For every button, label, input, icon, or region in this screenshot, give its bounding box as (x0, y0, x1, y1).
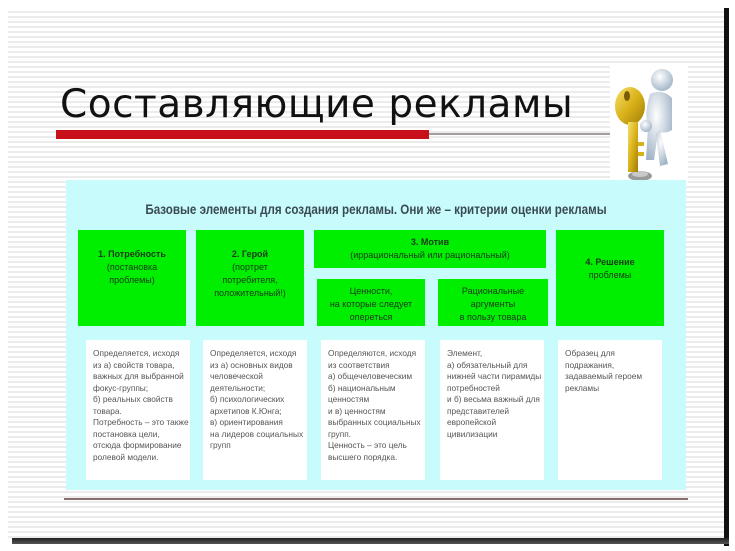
subheader-line: опереться (349, 312, 393, 322)
slide-shadow-bottom (12, 538, 729, 544)
header-box-need: 1. Потребность (постановка проблемы) (78, 230, 186, 326)
description-line: цивилизации (447, 428, 498, 439)
subheader-line: на которые следует (329, 299, 413, 309)
subheader-box-rational: Рациональные аргументы в пользу товара (438, 279, 548, 326)
subheader-line: Рациональные (461, 286, 525, 296)
description-solution: Образец для подражания, задаваемый герое… (558, 340, 662, 480)
header-line: положительный!) (214, 288, 286, 298)
description-line: потребностей (447, 382, 500, 393)
header-line: потребителя, (222, 275, 278, 285)
description-line: европейской (447, 417, 497, 427)
subheader-box-values: Ценности, на которые следует опереться (317, 279, 425, 326)
description-line: Определяется, исходя (93, 348, 180, 358)
description-line: Элемент, (447, 348, 483, 358)
title-underline-accent (56, 130, 429, 139)
header-title: 2. Герой (231, 249, 269, 259)
description-line: Образец для (565, 348, 615, 358)
person-with-golden-key-icon (610, 64, 688, 186)
description-line: рекламы (565, 382, 600, 393)
description-line: и в) ценностям (328, 405, 386, 416)
description-line: важных для выбранной (93, 371, 184, 381)
description-line: представителей (447, 405, 510, 416)
description-line: б) реальных свойств (93, 394, 173, 404)
slide-shadow-right (724, 8, 729, 546)
description-line: ценностям (328, 394, 370, 404)
description-line: Определяется, исходя (210, 348, 297, 358)
description-line: из соответствия (328, 359, 390, 370)
description-line: товара. (93, 405, 122, 416)
header-line: (портрет (232, 262, 268, 272)
description-line: задаваемый героем (565, 371, 643, 381)
description-line: б) психологических (210, 394, 285, 404)
header-line: проблемы (588, 270, 632, 280)
description-line: групп (210, 440, 231, 450)
description-line: из а) свойств товара, (93, 359, 175, 370)
description-line: б) национальным (328, 382, 396, 393)
description-line: групп. (328, 428, 351, 439)
description-line: и б) весьма важный для (447, 394, 540, 404)
subheader-line: аргументы (470, 299, 516, 309)
header-line: проблемы) (109, 275, 155, 285)
description-line: на лидеров социальных (210, 428, 304, 439)
header-box-solution: 4. Решение проблемы (556, 230, 664, 326)
description-line: Определяются, исходя (328, 348, 417, 358)
header-title: 4. Решение (585, 257, 635, 267)
description-need: Определяется, исходя из а) свойств товар… (86, 340, 190, 480)
description-line: отсюда формирование (93, 440, 182, 450)
description-line: ролевой модели. (93, 451, 159, 462)
header-title: 1. Потребность (98, 249, 166, 259)
description-line: выбранных социальных (328, 417, 421, 427)
description-hero: Определяется, исходя из а) основных видо… (203, 340, 307, 480)
description-line: из а) основных видов (210, 359, 293, 370)
description-line: Потребность – это также (93, 417, 189, 427)
description-line: Ценность – это цель (328, 440, 407, 450)
slide: Составляющие рекламы (8, 8, 724, 538)
subheader-line: Ценности, (349, 286, 393, 296)
header-line: (постановка (106, 262, 158, 272)
panel-heading: Базовые элементы для создания рекламы. О… (145, 202, 607, 217)
title-underline-thin (429, 133, 619, 135)
description-line: архетипов К.Юнга; (210, 405, 282, 416)
description-values: Определяются, исходя из соответствия а) … (321, 340, 425, 480)
description-line: а) обязательный для (447, 359, 528, 370)
header-box-motive: 3. Мотив (иррациональный или рациональны… (314, 230, 546, 268)
description-line: в) ориентирования (210, 417, 283, 427)
description-rational: Элемент, а) обязательный для нижней част… (440, 340, 544, 480)
subheader-line: в пользу товара (459, 312, 527, 322)
description-line: деятельности; (210, 382, 266, 393)
header-line: (иррациональный или рациональный) (350, 250, 510, 260)
description-line: а) общечеловеческим (328, 371, 413, 381)
bottom-divider (64, 498, 688, 500)
description-line: человеческой (210, 371, 263, 381)
description-line: подражания, (565, 359, 615, 370)
description-line: фокус-группы; (93, 382, 149, 393)
description-line: высшего порядка. (328, 451, 398, 462)
header-box-hero: 2. Герой (портрет потребителя, положител… (196, 230, 304, 326)
slide-title: Составляющие рекламы (60, 82, 574, 127)
elements-panel: Базовые элементы для создания рекламы. О… (66, 180, 686, 490)
description-line: постановка цели, (93, 428, 160, 439)
description-line: нижней части пирамиды (447, 371, 542, 381)
header-title: 3. Мотив (410, 237, 450, 247)
